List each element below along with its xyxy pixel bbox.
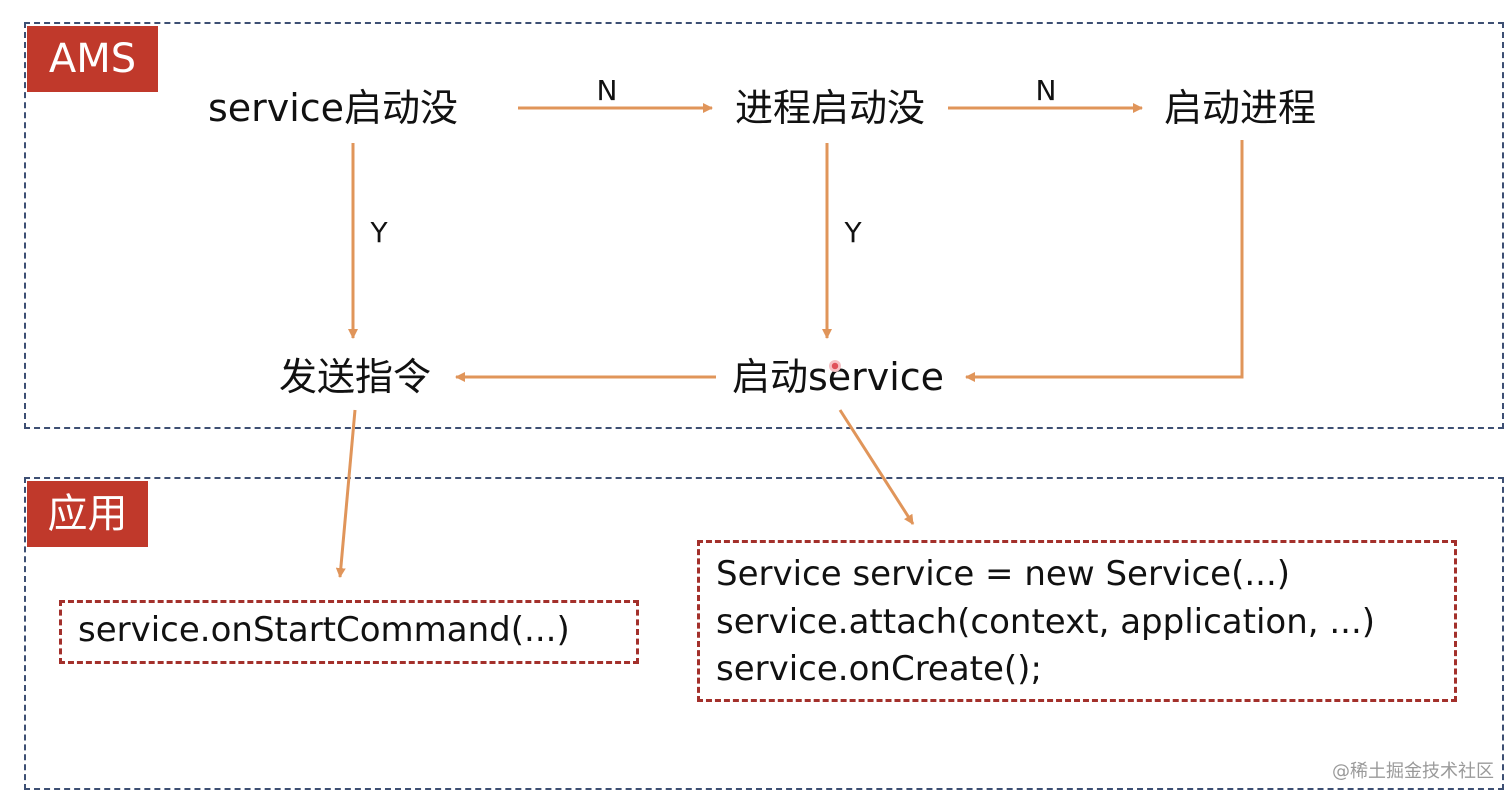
ams-region-label: AMS — [27, 26, 158, 92]
ams-region — [24, 22, 1504, 429]
watermark: @稀土掘金技术社区 — [1332, 761, 1494, 782]
code-box-start-command: service.onStartCommand(...) — [59, 600, 639, 664]
edge-label-yes: Y — [370, 216, 388, 249]
app-region — [24, 477, 1504, 790]
arrow-send-command-to-start-command — [335, 409, 357, 578]
code-line: Service service = new Service(...) — [716, 554, 1291, 594]
code-line: service.attach(context, application, ...… — [716, 601, 1376, 642]
edge-label-no: N — [1035, 74, 1057, 107]
code-line: service.onStartCommand(...) — [78, 610, 570, 650]
node-send-command: 发送指令 — [278, 355, 432, 399]
edge-label-yes: Y — [844, 216, 862, 249]
pointer-dot-icon — [829, 360, 841, 372]
edge-label-no: N — [596, 74, 618, 107]
node-process-started-check: 进程启动没 — [734, 86, 926, 130]
app-region-label: 应用 — [27, 481, 148, 547]
arrow-start-process-to-start-service — [965, 140, 1244, 382]
code-box-create-service: Service service = new Service(...) servi… — [697, 540, 1457, 702]
code-line: service.onCreate(); — [716, 649, 1042, 690]
node-start-process: 启动进程 — [1163, 86, 1317, 130]
arrow-start-service-to-create-service — [838, 409, 915, 525]
node-service-started-check: service启动没 — [207, 86, 459, 130]
